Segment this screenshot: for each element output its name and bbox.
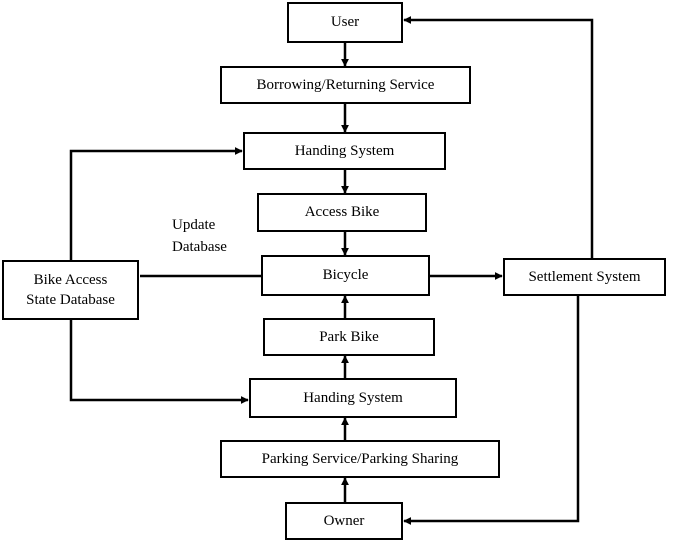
handing-system-bottom-label: Handing System bbox=[303, 389, 403, 406]
borrowing-returning-service-label: Borrowing/Returning Service bbox=[256, 76, 435, 93]
parking-service-label: Parking Service/Parking Sharing bbox=[261, 450, 459, 467]
bike-access-db-label-line1: Bike Access bbox=[33, 271, 108, 288]
handing-system-top-label: Handing System bbox=[294, 142, 395, 159]
bike-access-state-database-box: Bike Access State Database bbox=[2, 260, 139, 320]
owner-box: Owner bbox=[285, 502, 403, 540]
bike-access-db-label-line2: State Database bbox=[26, 292, 115, 308]
arrow-settlement-to-owner bbox=[403, 296, 580, 525]
update-label-line1: Update bbox=[172, 217, 216, 233]
handing-system-bottom-box: Handing System bbox=[249, 378, 457, 418]
user-box: User bbox=[287, 2, 403, 43]
park-bike-box: Park Bike bbox=[263, 318, 435, 356]
update-database-label: Update Database bbox=[172, 215, 227, 259]
bicycle-box: Bicycle bbox=[261, 255, 430, 296]
owner-label: Owner bbox=[323, 512, 365, 529]
user-label: User bbox=[330, 14, 360, 31]
arrow-database-to-handing-bottom bbox=[69, 320, 249, 404]
borrowing-returning-service-box: Borrowing/Returning Service bbox=[220, 66, 471, 104]
arrow-database-to-handing-top bbox=[69, 147, 243, 260]
handing-system-top-box: Handing System bbox=[243, 132, 446, 170]
arrow-settlement-to-user bbox=[403, 16, 594, 258]
settlement-system-box: Settlement System bbox=[503, 258, 666, 296]
access-bike-box: Access Bike bbox=[257, 193, 427, 232]
access-bike-label: Access Bike bbox=[304, 204, 380, 221]
settlement-system-label: Settlement System bbox=[528, 268, 641, 285]
update-label-line2: Database bbox=[172, 238, 227, 255]
bicycle-label: Bicycle bbox=[322, 267, 369, 284]
park-bike-label: Park Bike bbox=[319, 328, 379, 345]
parking-service-box: Parking Service/Parking Sharing bbox=[220, 440, 500, 478]
